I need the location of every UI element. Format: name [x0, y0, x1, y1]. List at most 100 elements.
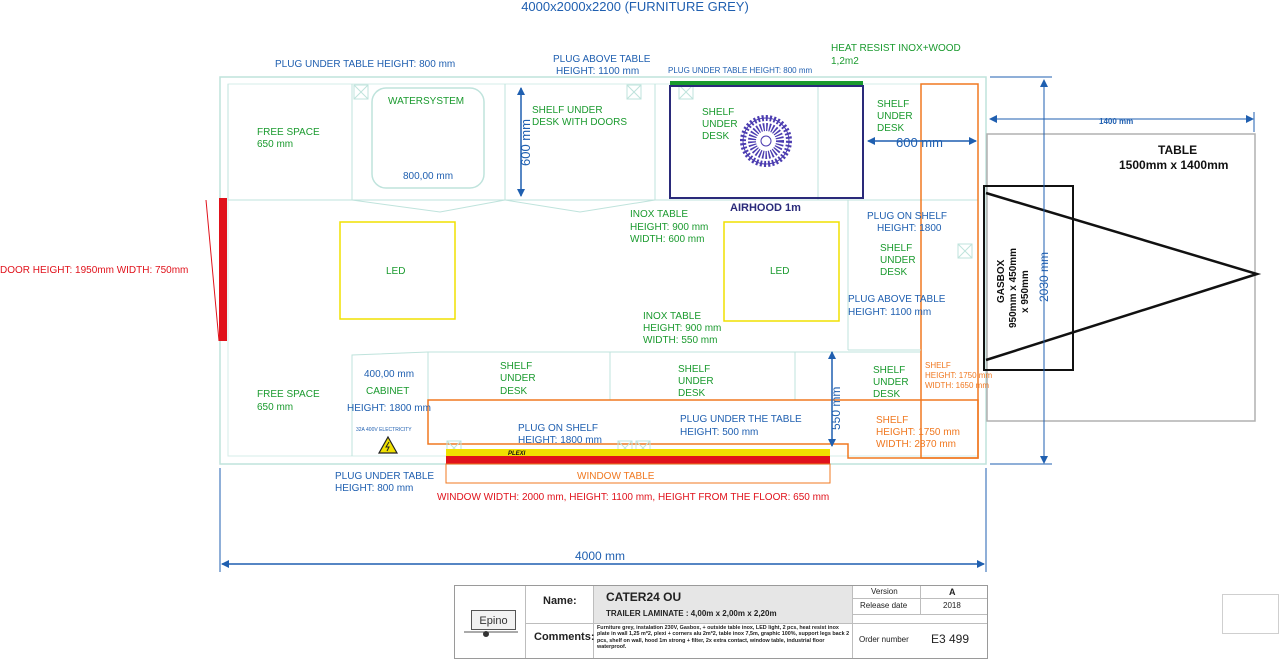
label-table-2: 1500mm x 1400mm [1119, 158, 1228, 172]
label-plug-above-table-right-2: HEIGHT: 1100 mm [848, 307, 931, 318]
label-cabinet-2: HEIGHT: 1800 mm [347, 403, 431, 414]
label-gasbox-3: x 950mm [1020, 270, 1031, 313]
label-airhood: AIRHOOD 1m [730, 202, 801, 214]
label-plug-above-table-top-1: PLUG ABOVE TABLE [553, 54, 651, 65]
label-plug-under-table-bottom-1: PLUG UNDER TABLE [335, 471, 434, 482]
label-plug-on-shelf-bottom-1: PLUG ON SHELF [518, 423, 598, 434]
label-inox-table-2a: INOX TABLE [643, 311, 701, 322]
plan-title: 4000x2000x2200 (FURNITURE GREY) [521, 0, 749, 14]
socket-cross [957, 243, 973, 259]
label-shelf-b-2: UNDER [877, 111, 913, 122]
name-label: Name: [543, 595, 577, 607]
heat-resist-plate [670, 81, 863, 86]
door-swing-line [205, 199, 220, 342]
outside-table [986, 133, 1256, 422]
label-plug-under-the-table-2: HEIGHT: 500 mm [680, 427, 758, 438]
label-shelf-d-3: DESK [500, 386, 528, 397]
label-watersystem: WATERSYSTEM [388, 96, 464, 107]
label-gasbox-1: GASBOX [996, 259, 1007, 303]
socket-icon [626, 84, 642, 100]
led-right-box [723, 221, 840, 322]
label-cabinet-dim: 400,00 mm [364, 369, 414, 380]
socket-cross [353, 84, 369, 100]
door-swing [351, 199, 506, 213]
label-window-table: WINDOW TABLE [577, 471, 655, 482]
warning-icon [377, 435, 399, 454]
label-shelf-d-1: SHELF [500, 361, 532, 372]
plexi-bar [446, 449, 830, 456]
label-free-space-bottom-1: FREE SPACE [257, 389, 320, 400]
label-free-space-top-1: FREE SPACE [257, 127, 320, 138]
label-free-space-bottom-2: 650 mm [257, 402, 293, 413]
label-shelf-c-3: DESK [880, 267, 908, 278]
release-label: Release date [860, 601, 908, 610]
shelf-big-outline [427, 399, 979, 459]
label-inox-table-2c: WIDTH: 550 mm [643, 335, 717, 346]
label-shelf-b-3: DESK [877, 123, 905, 134]
label-inox-table-1c: WIDTH: 600 mm [630, 234, 704, 245]
name-value: CATER24 OU [606, 590, 682, 604]
label-cabinet-1: CABINET [366, 386, 409, 397]
window-bar [446, 456, 830, 464]
label-shelf-c-1: SHELF [880, 243, 912, 254]
socket-cross [678, 84, 694, 100]
trailer-outline [219, 76, 987, 465]
door-swing [504, 199, 656, 213]
airhood-box [669, 85, 864, 199]
label-shelf-d-2: UNDER [500, 373, 536, 384]
epino-logo: Epino [471, 610, 516, 630]
label-plug-on-shelf-right-1: PLUG ON SHELF [867, 211, 947, 222]
label-heat-resist-2: 1,2m2 [831, 56, 859, 67]
label-shelf-a-1: SHELF [702, 107, 734, 118]
label-electricity: 32A 400V ELECTRICITY [356, 427, 412, 433]
top-counter [227, 84, 978, 201]
name-sub: TRAILER LAMINATE : 4,00m x 2,00m x 2,20m [606, 609, 777, 618]
label-shelf-e-3: DESK [678, 388, 706, 399]
label-plug-above-table-top-2: HEIGHT: 1100 mm [556, 66, 639, 77]
label-plug-under-the-table-1: PLUG UNDER THE TABLE [680, 414, 802, 425]
label-dim-2030: 2030 mm [1037, 252, 1051, 302]
label-shelf-big-1: SHELF [876, 415, 908, 426]
title-block: Name: CATER24 OU TRAILER LAMINATE : 4,00… [454, 585, 988, 659]
label-window: WINDOW WIDTH: 2000 mm, HEIGHT: 1100 mm, … [437, 492, 829, 503]
trailer-icon [464, 631, 518, 637]
label-inox-table-2b: HEIGHT: 900 mm [643, 323, 721, 334]
label-free-space-top-2: 650 mm [257, 139, 293, 150]
order-label: Order number [859, 635, 909, 644]
label-plug-under-table-top: PLUG UNDER TABLE HEIGHT: 800 mm [275, 59, 455, 70]
label-shelf-e-1: SHELF [678, 364, 710, 375]
label-gasbox-2: 950mm x 450mm [1008, 248, 1019, 328]
gasbox [983, 185, 1074, 371]
label-shelf-big-3: WIDTH: 2870 mm [876, 439, 956, 450]
label-shelf-big-2: HEIGHT: 1750 mm [876, 427, 960, 438]
label-shelf-a-3: DESK [702, 131, 730, 142]
label-table-1: TABLE [1158, 143, 1197, 157]
label-plug-on-shelf-right-2: HEIGHT: 1800 [877, 223, 942, 234]
label-shelf-small-3: WIDTH: 1650 mm [925, 381, 989, 390]
corner-box [1222, 594, 1279, 634]
bottom-counter [351, 351, 920, 365]
label-inox-table-1b: HEIGHT: 900 mm [630, 222, 708, 233]
label-shelf-b-1: SHELF [877, 99, 909, 110]
label-plexi: PLEXI [508, 451, 526, 457]
label-led-left: LED [386, 266, 405, 277]
label-plug-on-shelf-bottom-2: HEIGHT: 1800 mm [518, 435, 602, 446]
label-dim-600-vertical: 600 mm [518, 119, 533, 166]
socket-cross [626, 84, 642, 100]
label-dim-550: 550 mm [829, 387, 843, 430]
label-plug-under-table-small: PLUG UNDER TABLE HEIGHT: 800 mm [668, 66, 813, 75]
label-dim-600-horizontal: 600 mm [896, 135, 943, 150]
comments-value: Furniture grey, instalation 230V, Gasbox… [597, 625, 850, 651]
label-heat-resist-1: HEAT RESIST INOX+WOOD [831, 43, 961, 54]
label-watersystem-dim: 800,00 mm [403, 171, 453, 182]
version-label: Version [871, 587, 898, 596]
label-shelf-a-2: UNDER [702, 119, 738, 130]
label-shelf-f-2: UNDER [873, 377, 909, 388]
label-shelf-c-2: UNDER [880, 255, 916, 266]
socket-icon [957, 243, 973, 259]
order-value: E3 499 [931, 632, 970, 646]
watersystem-sink [371, 87, 485, 189]
label-shelf-f-1: SHELF [873, 365, 905, 376]
label-shelf-desk-doors-1: SHELF UNDER [532, 105, 603, 116]
